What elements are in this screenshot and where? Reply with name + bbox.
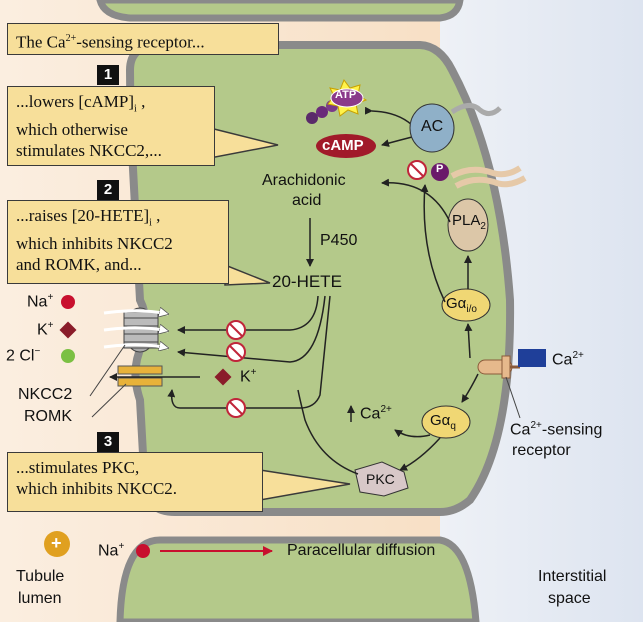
- bottom-neighbor-cell: [116, 536, 480, 622]
- na-dot: [61, 295, 75, 309]
- galpha-io-to-inhibit-arrow: [420, 184, 446, 303]
- atp-chain-icon: [306, 78, 368, 124]
- receptor-label-1: Ca2+-sensing: [510, 420, 603, 439]
- paracellular-label: Paracellular diffusion: [287, 542, 436, 559]
- step2-line3: and ROMK, and...: [16, 255, 142, 275]
- galpha-io: [441, 288, 491, 322]
- romk-channel: [117, 365, 163, 387]
- step1-callout: ...lowers [cAMP]i , which otherwise stim…: [7, 86, 215, 166]
- na-label: Na+: [27, 292, 54, 311]
- atp-label: ATP: [335, 89, 357, 101]
- ac-enzyme: [409, 103, 455, 153]
- hete-to-nkcc2-line: [177, 295, 319, 334]
- receptor-to-galpha-q-arrow: [461, 373, 479, 403]
- interstitial-label-1: Interstitial: [538, 568, 607, 585]
- intro-text-pre: The Ca: [16, 32, 66, 52]
- ca-external-label: Ca2+: [552, 350, 584, 369]
- step1-line1-sub: i: [134, 103, 137, 115]
- k-romk-label: K+: [240, 367, 257, 386]
- pkc-label: PKC: [366, 471, 395, 487]
- step1-line2: which otherwise: [16, 120, 128, 140]
- galpha-q-label: Gαq: [430, 412, 456, 432]
- hete-to-romk-line: [167, 295, 331, 409]
- camp-pill: [316, 134, 376, 158]
- ca-sensing-receptor: [477, 355, 520, 379]
- step3-line1: ...stimulates PKC,: [16, 458, 140, 477]
- lipid-tails-icon: [450, 165, 527, 189]
- k-label: K+: [37, 320, 54, 339]
- nkcc2-flux-arrows: [103, 311, 168, 348]
- ca-square: [518, 349, 546, 367]
- receptor-leader: [505, 376, 521, 419]
- tubule-label-2: lumen: [18, 590, 62, 607]
- intro-text-post: -sensing receptor...: [76, 32, 205, 52]
- step2-callout: ...raises [20-HETE]i , which inhibits NK…: [7, 200, 229, 284]
- step3-number: 3: [97, 432, 119, 452]
- galpha-io-label: Gαi/o: [446, 295, 477, 315]
- galpha-q-to-ca-arrow: [394, 429, 431, 438]
- step2-line1: ...raises [20-HETE]: [16, 206, 150, 225]
- cl-label: 2 Cl−: [6, 346, 41, 365]
- galpha-q-to-pkc-arrow: [399, 437, 441, 471]
- inhibit-icon-3: [226, 398, 246, 418]
- intro-text-sup: 2+: [65, 33, 77, 44]
- plus-circle: [44, 531, 70, 557]
- pkc-enzyme: [354, 461, 409, 497]
- step2-line1-post: ,: [151, 206, 161, 225]
- plus-label: +: [51, 533, 62, 553]
- step2-line2: which inhibits NKCC2: [16, 234, 173, 254]
- na-paracellular-label: Na+: [98, 541, 125, 560]
- inhibit-icon-2: [226, 342, 246, 362]
- step2-number: 2: [97, 180, 119, 200]
- romk-label: ROMK: [24, 408, 72, 425]
- k-romk-diamond: [214, 368, 232, 386]
- step1-number: 1: [97, 65, 119, 85]
- pkc-to-nkcc2-line: [297, 389, 359, 475]
- step2-line1-sub: i: [149, 217, 152, 229]
- romk-leader: [91, 383, 127, 418]
- step1-line3: stimulates NKCC2,...: [16, 141, 162, 161]
- p450-label: P450: [320, 232, 358, 249]
- inhibit-icon-1: [226, 320, 246, 340]
- pla2-enzyme: [447, 198, 489, 252]
- receptor-label-2: receptor: [512, 442, 571, 459]
- hete-to-nkcc2-line-2: [177, 295, 326, 363]
- galpha-q: [421, 405, 471, 439]
- hete-label: 20-HETE: [272, 272, 342, 291]
- step3-callout: ...stimulates PKC, which inhibits NKCC2.: [7, 452, 263, 512]
- arachidonic-label-2: acid: [292, 192, 322, 209]
- phosphate-circle: [431, 163, 449, 181]
- step3-line2: which inhibits NKCC2.: [16, 479, 178, 498]
- receptor-to-galpha-io-arrow: [464, 323, 473, 359]
- nkcc2-label: NKCC2: [18, 386, 73, 403]
- arachidonic-label-1: Arachidonic: [262, 172, 346, 189]
- camp-label: cAMP: [322, 137, 364, 154]
- tubule-label-1: Tubule: [16, 568, 65, 585]
- ac-tail: [450, 103, 502, 116]
- cl-dot: [61, 349, 75, 363]
- step1-line1-post: ,: [136, 92, 146, 111]
- pla2-label: PLA2: [452, 212, 486, 232]
- nkcc2-leader: [89, 344, 126, 397]
- ca-rise-label: Ca2+: [360, 404, 392, 423]
- step1-line1: ...lowers [cAMP]: [16, 92, 135, 111]
- top-neighbor-cell: [96, 0, 464, 22]
- phosphate-label: P: [436, 163, 444, 175]
- ac-label: AC: [421, 118, 444, 135]
- intro-callout: The Ca2+-sensing receptor...: [7, 23, 279, 55]
- na-paracellular-dot: [136, 544, 150, 558]
- interstitial-label-2: space: [548, 590, 591, 607]
